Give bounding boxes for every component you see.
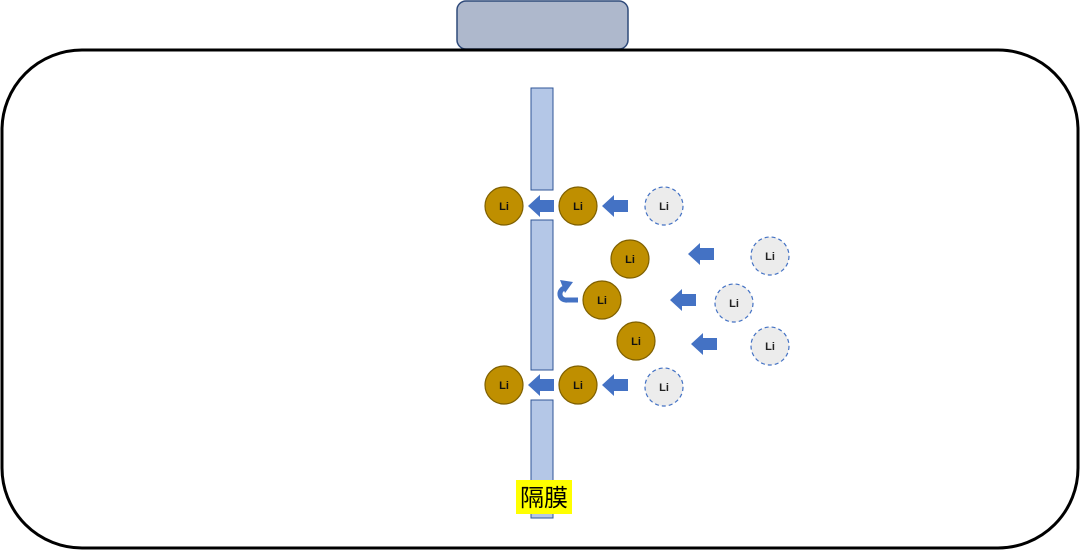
lithium-ion-blocked	[616, 321, 656, 361]
lithium-ion-label: Li	[659, 382, 669, 394]
ions-passed: Li Li	[484, 186, 524, 405]
separator-label: 隔膜	[520, 484, 568, 512]
lithium-ion-incoming	[644, 186, 684, 226]
rebound-arrow-curve	[557, 285, 578, 303]
battery-terminal	[456, 0, 629, 50]
lithium-ion-blocked	[610, 239, 650, 279]
rebound-arrow-head	[560, 280, 573, 293]
ions-incoming: Li Li Li Li Li	[644, 186, 790, 407]
separator-label-highlight	[516, 480, 572, 514]
separator-segment-top	[530, 87, 554, 191]
lithium-ion-label: Li	[631, 336, 641, 348]
arrow-left-icon	[528, 374, 554, 396]
lithium-ion-at-pore	[558, 365, 598, 405]
arrow-left-icon	[528, 195, 554, 217]
lithium-ion-label: Li	[573, 201, 583, 213]
lithium-ion-label: Li	[499, 380, 509, 392]
separator	[530, 87, 554, 519]
ions-at-separator: Li Li	[558, 186, 598, 405]
movement-arrows	[602, 195, 717, 396]
arrow-left-icon	[602, 374, 628, 396]
lithium-ion-incoming	[750, 326, 790, 366]
lithium-ion-at-pore	[558, 186, 598, 226]
lithium-ion-label: Li	[597, 295, 607, 307]
lithium-ion-incoming	[714, 283, 754, 323]
lithium-ion-label: Li	[499, 201, 509, 213]
lithium-ion-label: Li	[573, 380, 583, 392]
lithium-ion-label: Li	[765, 251, 775, 263]
lithium-ion-blocked	[582, 280, 622, 320]
arrows-through-pores	[528, 195, 554, 396]
lithium-ion-label: Li	[625, 254, 635, 266]
lithium-ion-label: Li	[765, 341, 775, 353]
lithium-ion-incoming	[750, 236, 790, 276]
separator-label-group: 隔膜	[516, 480, 572, 514]
lithium-ion-passed	[484, 186, 524, 226]
arrow-left-icon	[670, 289, 696, 311]
arrow-left-icon	[688, 243, 714, 265]
lithium-ion-label: Li	[729, 298, 739, 310]
rebound-arrow-icon	[557, 280, 578, 303]
arrow-left-icon	[691, 333, 717, 355]
arrow-left-icon	[602, 195, 628, 217]
lithium-ion-label: Li	[659, 201, 669, 213]
lithium-ion-passed	[484, 365, 524, 405]
separator-segment-middle	[530, 219, 554, 371]
lithium-ion-incoming	[644, 367, 684, 407]
ions-blocked: Li Li Li	[582, 239, 656, 361]
